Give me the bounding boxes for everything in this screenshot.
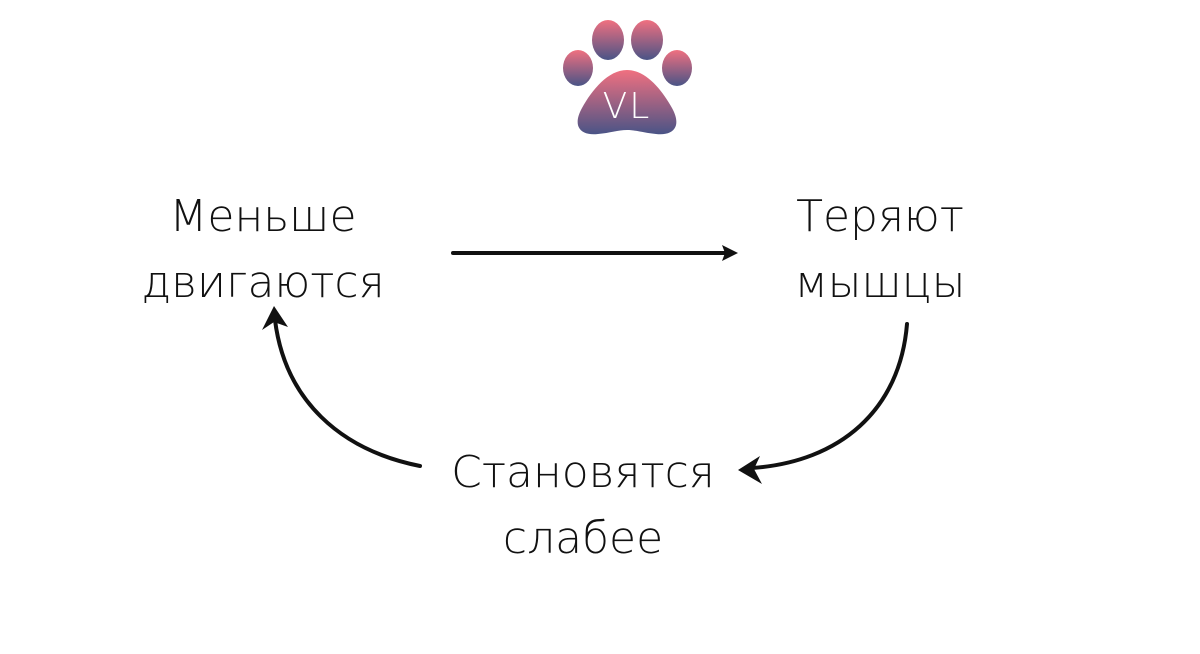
node-weaker-line2: слабее [502,513,664,564]
paw-toe-inner-right [631,20,663,60]
arrow-lose-muscle-to-weaker [750,322,909,470]
node-lose-muscle: Теряют мышцы [760,184,1000,316]
node-weaker: Становятся слабее [420,440,746,572]
arrow-weaker-to-less-move [273,318,422,468]
node-lose-muscle-line2: мышцы [794,257,966,308]
logo-text: VL [603,86,652,127]
node-less-move: Меньше двигаются [112,184,414,316]
paw-pad [577,70,677,135]
paw-logo-icon: VL [563,20,692,135]
node-less-move-line2: двигаются [141,257,385,308]
node-lose-muscle-line1: Теряют [796,191,964,242]
arrowhead-lose-muscle [722,245,738,261]
node-less-move-line1: Меньше [169,191,357,242]
paw-toe-inner-left [592,20,624,60]
paw-toe-outer-right [662,50,692,86]
node-weaker-line1: Становятся [451,447,715,498]
paw-toe-outer-left [563,50,593,86]
